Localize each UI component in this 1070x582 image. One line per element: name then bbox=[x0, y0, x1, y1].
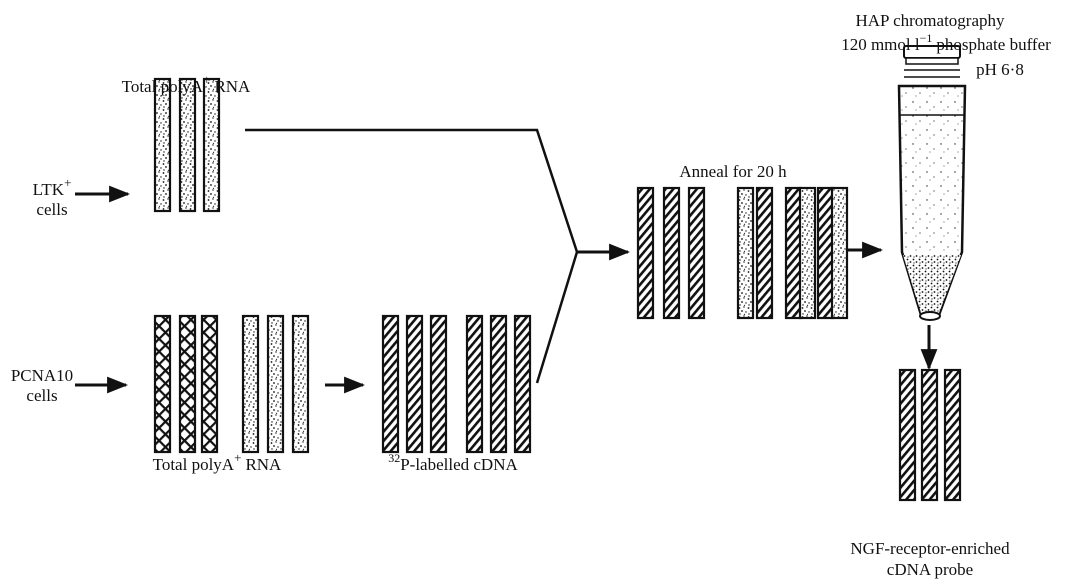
ltk-polya-rna-strands bbox=[153, 77, 221, 213]
strand-stipple bbox=[291, 314, 310, 454]
strand-stipple bbox=[266, 314, 285, 454]
strand-hatch bbox=[636, 186, 655, 320]
strand-crosshatch bbox=[200, 314, 219, 454]
svg-text:LTK+: LTK+ bbox=[33, 175, 72, 199]
strand-hatch bbox=[662, 186, 681, 320]
merge-line-top bbox=[245, 128, 579, 253]
strand-stipple bbox=[830, 186, 849, 320]
strand-crosshatch bbox=[178, 314, 197, 454]
labelled-cdna-strands bbox=[381, 314, 532, 454]
strand-hatch bbox=[381, 314, 400, 454]
ph-label: pH 6·8 bbox=[976, 60, 1024, 79]
svg-text:PCNA10: PCNA10 bbox=[11, 366, 73, 385]
cdna-label: 32P-labelled cDNA bbox=[388, 451, 518, 474]
strand-hatch bbox=[784, 186, 803, 320]
annealed-strands bbox=[636, 186, 849, 320]
svg-text:cells: cells bbox=[36, 200, 67, 219]
strand-hatch bbox=[489, 314, 508, 454]
hap-chromatography-label: HAP chromatography bbox=[855, 11, 1005, 30]
probe-strands bbox=[898, 368, 962, 502]
probe-label-line2: cDNA probe bbox=[887, 560, 973, 579]
merge-line-bottom bbox=[535, 251, 579, 384]
strand-stipple bbox=[202, 77, 221, 213]
pcna10-cells-label: PCNA10 cells bbox=[11, 366, 73, 405]
strand-hatch bbox=[465, 314, 484, 454]
strand-stipple bbox=[736, 186, 755, 320]
total-polya-rna-top-label: Total polyA+RNA bbox=[122, 72, 251, 96]
strand-hatch bbox=[898, 368, 917, 502]
probe-label-line1: NGF-receptor-enriched bbox=[850, 539, 1010, 558]
pcna-polya-rna-strands bbox=[153, 314, 310, 454]
strand-hatch bbox=[755, 186, 774, 320]
strand-stipple bbox=[178, 77, 197, 213]
svg-text:cells: cells bbox=[26, 386, 57, 405]
strand-hatch bbox=[405, 314, 424, 454]
strand-stipple bbox=[241, 314, 260, 454]
anneal-label: Anneal for 20 h bbox=[679, 162, 787, 181]
strand-hatch bbox=[943, 368, 962, 502]
strand-stipple bbox=[153, 77, 172, 213]
strand-stipple bbox=[798, 186, 817, 320]
strand-hatch bbox=[687, 186, 706, 320]
strand-hatch bbox=[920, 368, 939, 502]
strand-hatch bbox=[816, 186, 835, 320]
strand-hatch bbox=[429, 314, 448, 454]
hap-column-tube bbox=[897, 45, 967, 321]
total-polya-rna-bottom-label: Total polyA+RNA bbox=[153, 450, 282, 474]
ltk-cells-label: LTK+ cells bbox=[33, 175, 72, 219]
strand-crosshatch bbox=[153, 314, 172, 454]
strand-hatch bbox=[513, 314, 532, 454]
